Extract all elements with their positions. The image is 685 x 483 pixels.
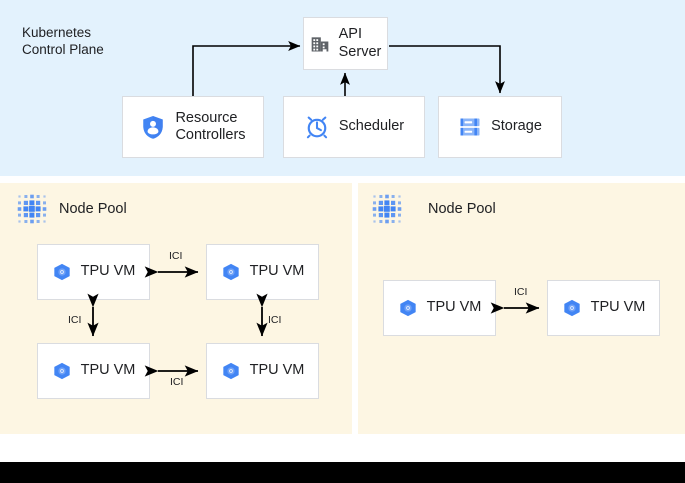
- node-storage[interactable]: Storage: [438, 96, 562, 158]
- ici-label: ICI: [68, 314, 82, 326]
- alarm-clock-icon: [304, 114, 330, 140]
- tpu-hex-icon: [398, 298, 418, 318]
- node-tpu-vm[interactable]: TPU VM: [547, 280, 660, 336]
- control-plane-title: Kubernetes Control Plane: [22, 25, 104, 57]
- node-tpu-vm-label: TPU VM: [249, 362, 305, 379]
- ici-label: ICI: [170, 376, 184, 388]
- tpu-hex-icon: [221, 262, 241, 282]
- node-pool-right-title: Node Pool: [428, 201, 496, 217]
- node-resource-controllers[interactable]: Resource Controllers: [122, 96, 264, 158]
- node-tpu-vm-label: TPU VM: [249, 263, 305, 280]
- node-api-server[interactable]: API Server: [303, 17, 388, 70]
- tpu-hex-icon: [52, 361, 72, 381]
- node-api-server-label: API Server: [338, 26, 382, 60]
- ici-label: ICI: [268, 314, 282, 326]
- building-icon: [310, 34, 330, 54]
- node-resource-controllers-label: Resource Controllers: [175, 109, 246, 143]
- node-tpu-vm[interactable]: TPU VM: [37, 343, 150, 399]
- node-tpu-vm[interactable]: TPU VM: [206, 244, 319, 300]
- tpu-hex-icon: [52, 262, 72, 282]
- node-pool-left-title: Node Pool: [59, 201, 127, 217]
- node-tpu-vm-label: TPU VM: [426, 299, 482, 316]
- node-storage-label: Storage: [491, 118, 542, 135]
- tpu-hex-icon: [562, 298, 582, 318]
- ici-label: ICI: [514, 286, 528, 298]
- node-tpu-vm[interactable]: TPU VM: [383, 280, 496, 336]
- node-tpu-vm-label: TPU VM: [590, 299, 646, 316]
- node-tpu-vm-label: TPU VM: [80, 263, 136, 280]
- bottom-bar: [0, 462, 685, 483]
- node-tpu-vm[interactable]: TPU VM: [206, 343, 319, 399]
- shield-person-icon: [140, 114, 166, 140]
- server-rack-icon: [458, 115, 482, 139]
- tpu-hex-icon: [221, 361, 241, 381]
- dot-matrix-icon: [371, 193, 403, 225]
- ici-label: ICI: [169, 250, 183, 262]
- node-scheduler-label: Scheduler: [338, 118, 405, 135]
- node-scheduler[interactable]: Scheduler: [283, 96, 425, 158]
- node-tpu-vm-label: TPU VM: [80, 362, 136, 379]
- node-tpu-vm[interactable]: TPU VM: [37, 244, 150, 300]
- dot-matrix-icon: [16, 193, 48, 225]
